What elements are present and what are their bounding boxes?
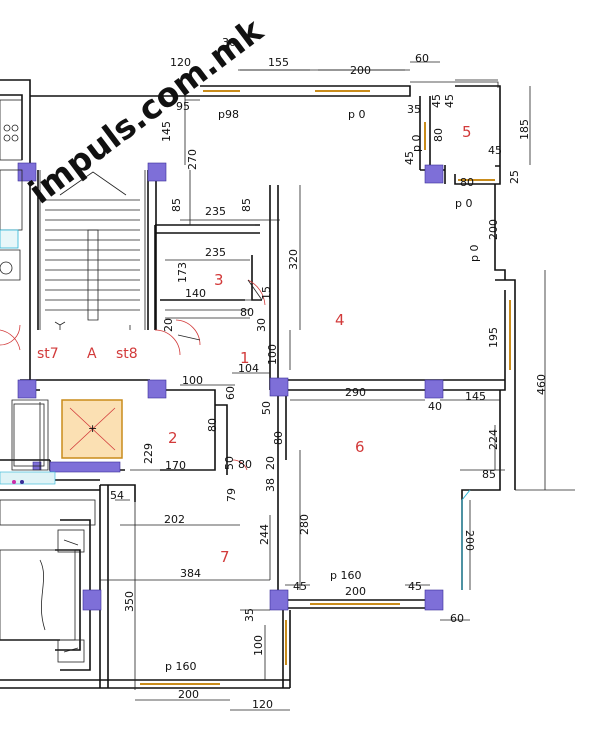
dim-235-b: 235: [205, 246, 226, 259]
dim-460: 460: [535, 374, 548, 395]
room-7-label: 7: [220, 548, 230, 566]
columns: [17, 162, 444, 611]
stair-8-label: st8: [116, 346, 138, 362]
dim-350: 350: [123, 591, 136, 612]
dim-200-top: 200: [350, 64, 371, 77]
dim-30-b: 30: [255, 318, 268, 332]
room-4-label: 4: [335, 311, 345, 329]
dimension-labels: 120 30 155 200 60 95 145 35 80 45 45 185…: [110, 36, 548, 711]
parapet-p0-side: p 0: [468, 245, 481, 262]
dim-50-a: 50: [260, 401, 273, 415]
dim-20-b: 20: [264, 456, 277, 470]
dim-40: 40: [428, 400, 442, 413]
dim-80-h1: 80: [460, 176, 474, 189]
parapet-p98: p98: [218, 108, 239, 121]
dim-85-b: 85: [240, 198, 253, 212]
dim-30-top: 30: [222, 36, 236, 49]
room-3-label: 3: [214, 271, 224, 289]
dim-100-v2: 100: [252, 635, 265, 656]
room-1-label: 1: [240, 349, 250, 367]
dim-120-top: 120: [170, 56, 191, 69]
parapet-labels: p98 p 0 p 0 p 0 p 0 p 160 p 160: [165, 108, 481, 673]
dim-195: 195: [487, 327, 500, 348]
dim-95: 95: [176, 100, 190, 113]
dim-224: 224: [487, 429, 500, 450]
dim-120-bot: 120: [252, 698, 273, 711]
dim-35-b: 35: [243, 608, 256, 622]
room-2-label: 2: [168, 429, 178, 447]
dim-38: 38: [264, 478, 277, 492]
dim-85-h: 85: [482, 468, 496, 481]
dim-45-b5: 45: [488, 144, 502, 157]
dim-45-c: 45: [408, 580, 422, 593]
room-6-label: 6: [355, 438, 365, 456]
dim-80-v2: 80: [206, 418, 219, 432]
dim-45-a: 45: [403, 151, 416, 165]
dim-200-h2: 200: [345, 585, 366, 598]
dim-20: 20: [162, 318, 175, 332]
dim-54: 54: [110, 489, 124, 502]
doors: [0, 279, 266, 471]
dim-45-b: 45: [293, 580, 307, 593]
left-fixtures: [0, 99, 96, 663]
dim-15: 15: [260, 286, 273, 300]
parapet-p0-balcony: p 0: [455, 197, 472, 210]
dim-100-v: 100: [266, 344, 279, 365]
dim-320: 320: [287, 249, 300, 270]
dim-80-v1: 80: [432, 128, 445, 142]
dim-173: 173: [176, 262, 189, 283]
dim-244: 244: [258, 524, 271, 545]
dim-270: 270: [186, 149, 199, 170]
dim-45-v2: 45: [443, 94, 456, 108]
dim-170: 170: [165, 459, 186, 472]
dim-50-b: 50: [223, 456, 236, 470]
dim-202: 202: [164, 513, 185, 526]
svg-text:+: +: [88, 422, 97, 435]
parapet-p0-bay: p 0: [410, 135, 423, 152]
dim-290: 290: [345, 386, 366, 399]
room-5-label: 5: [462, 123, 472, 141]
dim-80-v3: 80: [272, 431, 285, 445]
dim-35-top: 35: [407, 103, 421, 116]
parapet-p0-top: p 0: [348, 108, 365, 121]
walls: [0, 69, 516, 689]
dim-200-v: 200: [487, 219, 500, 240]
dim-60-b: 60: [450, 612, 464, 625]
dim-235-a: 235: [205, 205, 226, 218]
dim-25: 25: [508, 170, 521, 184]
dim-140: 140: [185, 287, 206, 300]
dim-384: 384: [180, 567, 201, 580]
dim-280: 280: [298, 514, 311, 535]
dimension-lines: [100, 61, 546, 711]
parapet-p160-7: p 160: [165, 660, 196, 673]
dim-80-h3: 80: [238, 458, 252, 471]
staircase: +: [11, 170, 146, 471]
balcony-edge: [461, 489, 575, 590]
dim-80-h2: 80: [240, 306, 254, 319]
dim-104: 104: [238, 362, 259, 375]
dim-200-bot: 200: [178, 688, 199, 701]
dim-200-v2: 200: [463, 530, 476, 551]
parapet-p160-6: p 160: [330, 569, 361, 582]
dim-229: 229: [142, 443, 155, 464]
windows: [140, 90, 511, 685]
stair-a-label: A: [87, 346, 97, 362]
dim-155: 155: [268, 56, 289, 69]
dim-145-v: 145: [160, 121, 173, 142]
dim-185: 185: [518, 119, 531, 140]
dim-45-v1: 45: [430, 94, 443, 108]
dim-85-a: 85: [170, 198, 183, 212]
dim-100-h: 100: [182, 374, 203, 387]
stair-7-label: st7: [37, 346, 59, 362]
dim-60-top: 60: [415, 52, 429, 65]
dim-145-h: 145: [465, 390, 486, 403]
room-labels: 1 2 3 4 5 6 7 st7 A st8: [37, 123, 472, 566]
dim-79: 79: [225, 488, 238, 502]
dim-60-v: 60: [224, 386, 237, 400]
